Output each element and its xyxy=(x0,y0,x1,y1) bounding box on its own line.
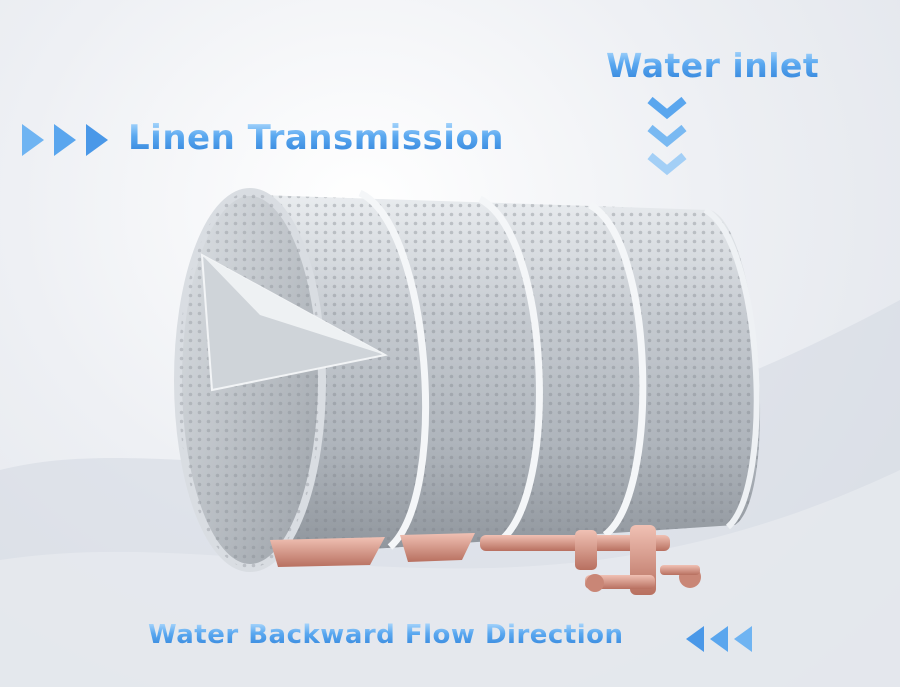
triple-chevron-right-icon xyxy=(22,124,108,156)
water-backward-flow-label: Water Backward Flow Direction xyxy=(148,620,624,650)
washer-drum-illustration xyxy=(174,188,761,595)
triple-chevron-left-icon xyxy=(686,626,752,652)
triple-chevron-down-icon xyxy=(647,96,687,176)
linen-transmission-label: Linen Transmission xyxy=(128,118,505,158)
water-inlet-label: Water inlet xyxy=(606,46,820,85)
